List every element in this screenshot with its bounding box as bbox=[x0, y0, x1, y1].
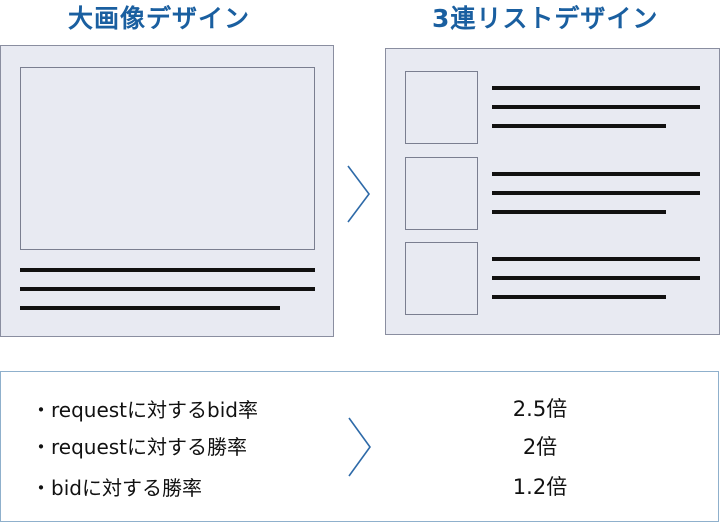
multiplier-value: 2倍 bbox=[522, 435, 558, 459]
text-line-placeholder bbox=[492, 276, 700, 280]
text-line-placeholder bbox=[492, 210, 666, 214]
multiplier-value: 1.2倍 bbox=[512, 475, 568, 499]
text-line-placeholder bbox=[492, 191, 700, 195]
large-image-design-title: 大画像デザイン bbox=[68, 4, 251, 33]
triple-list-design-mockup bbox=[385, 48, 720, 335]
large-image-placeholder bbox=[20, 67, 315, 250]
chevron-right-icon bbox=[347, 165, 370, 223]
metric-label: ・requestに対する勝率 bbox=[31, 435, 248, 459]
metric-label: ・bidに対する勝率 bbox=[31, 476, 202, 500]
multiplier-value: 2.5倍 bbox=[512, 397, 568, 421]
large-image-design-mockup bbox=[0, 45, 334, 337]
chevron-right-icon bbox=[348, 417, 371, 477]
thumbnail-placeholder bbox=[405, 71, 478, 144]
metrics-comparison-box: ・requestに対するbid率 ・requestに対する勝率 ・bidに対する… bbox=[0, 371, 719, 522]
text-line-placeholder bbox=[20, 268, 315, 272]
text-line-placeholder bbox=[492, 105, 700, 109]
text-line-placeholder bbox=[492, 124, 666, 128]
text-line-placeholder bbox=[492, 172, 700, 176]
text-line-placeholder bbox=[492, 257, 700, 261]
thumbnail-placeholder bbox=[405, 242, 478, 315]
thumbnail-placeholder bbox=[405, 157, 478, 230]
text-line-placeholder bbox=[20, 287, 315, 291]
triple-list-design-title: 3連リストデザイン bbox=[432, 4, 659, 33]
text-line-placeholder bbox=[20, 306, 280, 310]
metric-label: ・requestに対するbid率 bbox=[31, 398, 258, 422]
text-line-placeholder bbox=[492, 295, 666, 299]
text-line-placeholder bbox=[492, 86, 700, 90]
